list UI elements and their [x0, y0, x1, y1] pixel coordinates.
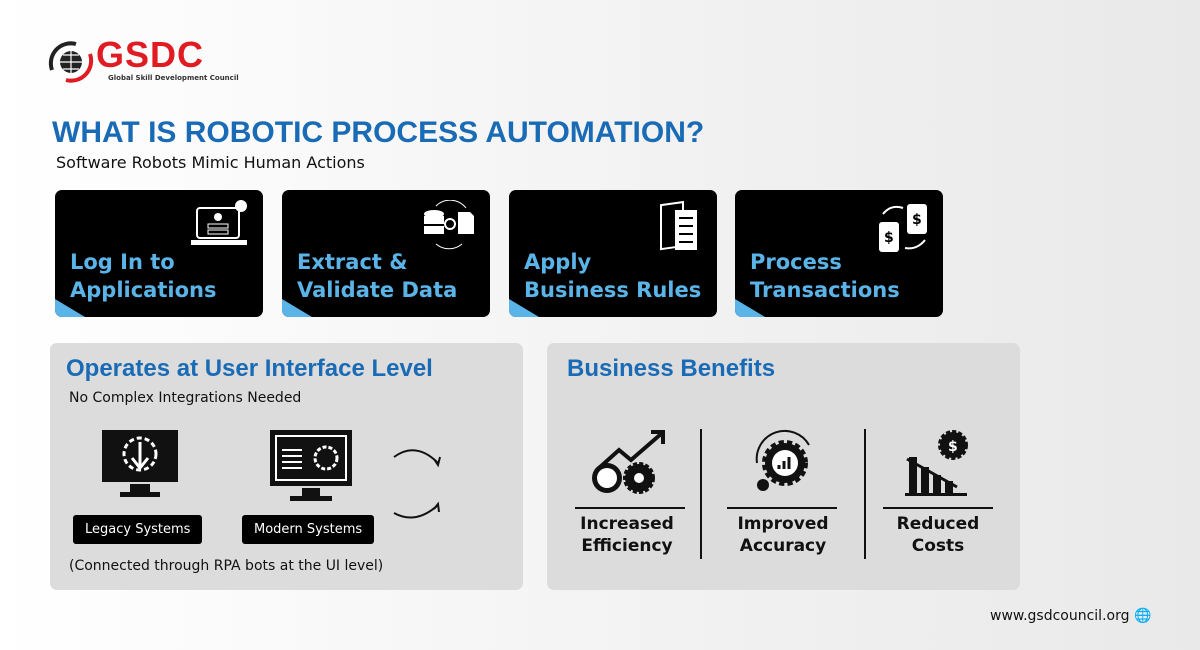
benefit-line1: Reduced [896, 514, 980, 534]
card-line1: Log In to [70, 250, 175, 274]
page-title: WHAT IS ROBOTIC PROCESS AUTOMATION? [52, 116, 705, 149]
divider [727, 507, 837, 509]
corner-accent [282, 299, 312, 317]
benefit-line1: Increased [580, 514, 674, 534]
globe-icon: 🌐 [1133, 608, 1152, 624]
corner-accent [55, 299, 85, 317]
page-subtitle: Software Robots Mimic Human Actions [56, 153, 365, 172]
divider [700, 429, 702, 559]
benefit-line2: Efficiency [581, 536, 673, 556]
legacy-systems-label: Legacy Systems [73, 515, 203, 544]
database-document-icon [424, 200, 474, 250]
svg-text:$: $ [884, 230, 894, 246]
phone-transaction-icon: $$ [879, 204, 927, 252]
benefit-line1: Improved [737, 514, 829, 534]
connection-note: (Connected through RPA bots at the UI le… [69, 558, 384, 574]
brand-name: GSDC [96, 34, 205, 75]
footer-url[interactable]: www.gsdcouncil.org 🌐 [990, 608, 1151, 624]
card-log-in: Log In to Applications [55, 190, 263, 317]
corner-accent [735, 299, 765, 317]
legacy-monitor-icon [102, 430, 178, 497]
svg-text:$: $ [948, 439, 958, 455]
card-line1: Process [750, 250, 842, 274]
card-line2: Transactions [750, 278, 900, 302]
svg-text:$: $ [912, 212, 922, 228]
card-line2: Applications [70, 278, 217, 302]
accuracy-gear-icon [755, 429, 810, 491]
panel-heading: Operates at User Interface Level [66, 355, 433, 382]
ui-level-panel: Operates at User Interface Level No Comp… [50, 343, 523, 590]
corner-accent [509, 299, 539, 317]
footer-url-text[interactable]: www.gsdcouncil.org [990, 608, 1130, 624]
divider [575, 507, 685, 509]
brand-tagline: Global Skill Development Council [108, 74, 239, 82]
laptop-login-icon [191, 200, 247, 245]
globe-logo-icon [48, 41, 94, 83]
card-line2: Business Rules [524, 278, 702, 302]
efficiency-stopwatch-icon [592, 430, 665, 494]
panel-subheading: No Complex Integrations Needed [69, 390, 302, 406]
card-line2: Validate Data [297, 278, 458, 302]
sync-arrows-icon [393, 449, 441, 519]
modern-systems-label: Modern Systems [242, 515, 375, 544]
divider [864, 429, 866, 559]
modern-monitor-icon [270, 430, 352, 501]
card-extract: Extract & Validate Data [282, 190, 490, 317]
benefit-line2: Accuracy [739, 536, 827, 556]
card-line1: Apply [524, 250, 592, 274]
panel-heading: Business Benefits [567, 355, 776, 382]
card-line1: Extract & [297, 250, 408, 274]
divider [883, 507, 993, 509]
rules-document-icon [660, 200, 697, 251]
reduced-costs-chart-icon: $ [905, 430, 968, 496]
benefit-line2: Costs [911, 536, 965, 556]
